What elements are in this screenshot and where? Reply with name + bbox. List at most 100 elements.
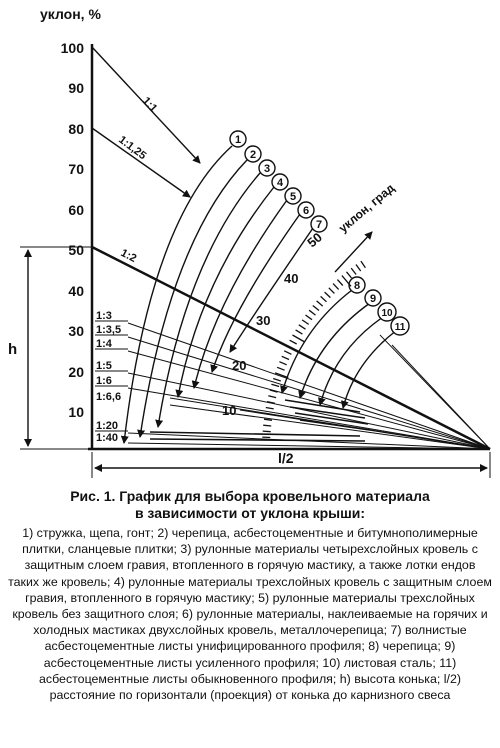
angle-scale-tick <box>355 264 362 272</box>
level-stroke <box>289 406 366 419</box>
angle-scale-tick <box>286 344 295 350</box>
angle-scale-tick <box>295 329 303 335</box>
ratio-1-4-label: 1:4 <box>96 338 113 350</box>
angle-scale-tick <box>316 300 324 307</box>
converging-lines <box>127 322 491 450</box>
marker-circle-3 <box>258 159 276 177</box>
material-leaders <box>120 145 398 444</box>
angle-scale-tick <box>292 334 306 343</box>
angle-scale-tick <box>281 355 290 361</box>
y-tick-label: 30 <box>68 323 84 339</box>
ratio-1-5-label: 1:5 <box>96 360 112 372</box>
angle-scale-tick <box>268 395 277 399</box>
convergence-line <box>127 387 491 450</box>
marker-label-5: 5 <box>290 191 296 203</box>
y-axis-title: уклон, % <box>40 6 101 22</box>
angle-scale-tick <box>336 279 344 286</box>
convergence-line <box>169 404 491 450</box>
leader-6 <box>210 213 301 373</box>
marker-circle-6 <box>297 201 315 219</box>
marker-circle-7 <box>310 215 328 233</box>
angle-scale-tick <box>324 291 331 299</box>
ratio-1-6-label: 1:6 <box>96 375 112 387</box>
leader-11 <box>340 329 398 409</box>
y-tick-label: 10 <box>68 404 84 420</box>
marker-label-9: 9 <box>370 293 376 305</box>
ratio-1-35-label: 1:3,5 <box>96 324 121 336</box>
angle-scale-tick <box>269 389 278 393</box>
figure-caption: Рис. 1. График для выбора кровельного ма… <box>8 488 492 703</box>
angle-scale-tick <box>350 267 357 275</box>
marker-label-7: 7 <box>316 219 322 231</box>
y-tick-label: 50 <box>68 242 84 258</box>
angle-scale-tick <box>332 283 340 290</box>
angle-tick-label: 20 <box>232 358 246 373</box>
marker-circle-2 <box>244 145 262 163</box>
convergence-line <box>127 350 491 450</box>
leader-4 <box>175 186 275 398</box>
angle-scale-tick <box>283 350 292 355</box>
level-stroke <box>284 399 361 413</box>
y-ticks: 100 90 80 70 60 50 40 30 20 10 <box>61 40 85 420</box>
level-stroke <box>299 419 371 431</box>
angle-scale <box>262 260 366 439</box>
y-tick-label: 20 <box>68 364 84 380</box>
angle-scale-tick <box>328 287 335 294</box>
y-tick-label: 90 <box>68 80 84 96</box>
angle-scale-tick <box>341 275 352 287</box>
angle-scale-tick <box>320 295 327 303</box>
convergence-line <box>391 344 491 450</box>
marker-label-10: 10 <box>381 308 393 319</box>
marker-circle-8 <box>348 276 366 294</box>
y-tick-label: 60 <box>68 202 84 218</box>
ratio-1-66-label: 1:6,6 <box>96 391 121 403</box>
ratio-1-40-label: 1:40 <box>96 432 118 444</box>
h-label: h <box>8 341 17 358</box>
leader-3 <box>155 172 261 428</box>
marker-circle-1 <box>229 130 247 148</box>
leader-1 <box>120 145 233 444</box>
angle-scale-tick <box>262 430 271 433</box>
angle-scale-tick <box>264 412 273 416</box>
marker-circle-9 <box>364 289 382 307</box>
level-stroke <box>149 438 366 442</box>
angle-scale-tick <box>276 366 285 371</box>
l2-label: l/2 <box>278 450 294 466</box>
angle-scale-tick <box>298 324 306 330</box>
convergence-line <box>127 336 491 450</box>
convergence-line <box>127 372 491 450</box>
marker-label-2: 2 <box>250 149 256 161</box>
ratio-1-1-leader <box>91 46 201 164</box>
angle-scale-tick <box>301 319 310 325</box>
ratio-1-125-leader <box>91 127 191 198</box>
angle-scale-tick <box>279 361 287 366</box>
convergence-line <box>127 322 491 450</box>
angle-scale-tick <box>289 339 298 345</box>
angle-scale-tick <box>263 424 272 427</box>
angle-tick-label: 50 <box>304 230 325 251</box>
ratio-1-20-label: 1:20 <box>96 420 118 432</box>
angle-tick-label: 30 <box>256 313 270 328</box>
angle-scale-tick <box>265 406 274 410</box>
level-stroke <box>149 431 361 437</box>
marker-label-11: 11 <box>395 322 406 333</box>
leader-8 <box>280 289 353 394</box>
angle-scale-tick <box>305 314 313 321</box>
caption-title: Рис. 1. График для выбора кровельного ма… <box>8 488 492 522</box>
angle-scale-tick <box>263 418 272 421</box>
angle-scale-tick <box>266 400 275 404</box>
y-tick-label: 70 <box>68 161 84 177</box>
y-tick-label: 40 <box>68 283 84 299</box>
angle-scale-tick <box>345 271 353 279</box>
angle-scale-tick <box>271 383 280 388</box>
marker-circle-5 <box>284 187 302 205</box>
leader-5 <box>191 199 288 389</box>
material-markers: 1 2 3 4 5 6 7 8 9 10 11 <box>229 130 410 336</box>
marker-circle-11 <box>390 316 410 336</box>
low-ratio-labels: 1:3 1:3,5 1:4 1:5 1:6 1:6,6 1:20 1:40 <box>95 310 128 444</box>
angle-scale-tick <box>312 304 320 312</box>
convergence-line <box>127 442 491 450</box>
angle-axis-arrow <box>334 231 373 273</box>
slope-diagram: уклон, % 100 90 80 70 60 50 40 30 20 10 … <box>8 6 491 478</box>
